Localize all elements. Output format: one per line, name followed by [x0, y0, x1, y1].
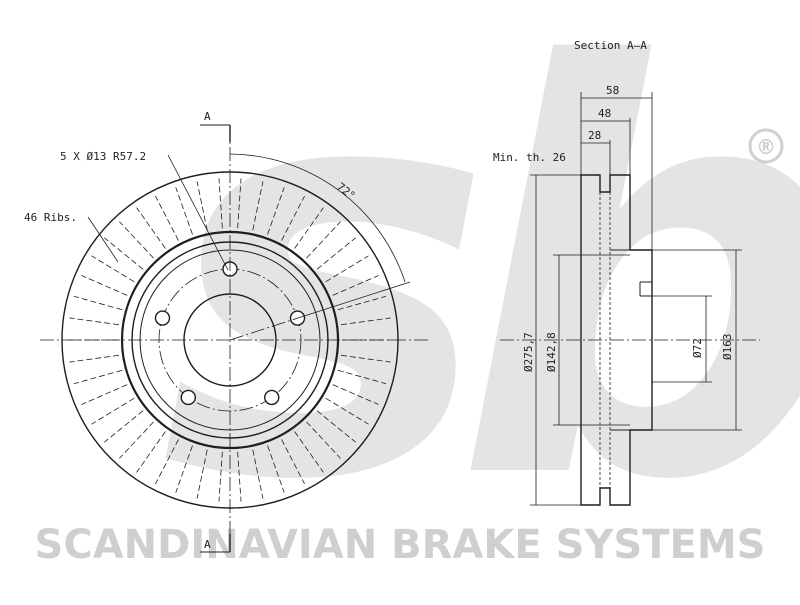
rib — [340, 354, 391, 363]
bolt-hole — [264, 389, 280, 406]
rib — [252, 449, 264, 499]
rib — [104, 410, 144, 443]
section-marker-bottom: A — [200, 534, 231, 553]
rib — [119, 221, 154, 259]
dim-48: 48 — [598, 107, 611, 120]
rib — [267, 187, 285, 235]
sbs-logo-watermark: sbs — [160, 0, 800, 603]
rib — [81, 275, 128, 296]
dia-142: Ø142,8 — [545, 332, 558, 372]
bolt-hole — [180, 389, 196, 406]
rib — [267, 445, 285, 493]
angled-centerline — [229, 317, 299, 341]
rib — [252, 181, 264, 231]
sbs-logo-letters: sbs — [160, 0, 800, 600]
rib — [155, 439, 179, 485]
rib — [306, 421, 341, 459]
ribs-label: 46 Ribs. — [24, 211, 77, 224]
angle-arc — [229, 153, 406, 283]
section-title: Section A–A — [574, 39, 647, 52]
brand-watermark: SCANDINAVIAN BRAKE SYSTEMS — [35, 522, 766, 568]
dim-58: 58 — [606, 84, 619, 97]
registered-mark-text: ® — [756, 135, 776, 159]
front-view: A A 72° 5 X Ø13 R57.2 46 Ribs. — [24, 110, 430, 553]
rib — [136, 431, 166, 473]
section-letter-bottom: A — [204, 538, 211, 551]
dim-28: 28 — [588, 129, 601, 142]
rib — [175, 445, 193, 493]
rib — [325, 255, 369, 283]
rib — [136, 207, 166, 249]
rib — [104, 237, 144, 270]
dia-72: Ø72 — [691, 338, 704, 358]
rib — [316, 410, 356, 443]
rib — [196, 181, 208, 231]
rib — [69, 317, 120, 326]
section-letter-top: A — [204, 110, 211, 123]
rib — [175, 187, 193, 235]
rib — [316, 237, 356, 270]
rib — [306, 221, 341, 259]
rib — [196, 449, 208, 499]
section-view: Section A–A Min. th. 26 58 48 28 Ø275,7 … — [493, 39, 760, 506]
rib — [237, 451, 242, 502]
rib — [119, 421, 154, 459]
rib — [91, 255, 135, 283]
rib — [294, 431, 324, 473]
rib — [332, 384, 379, 405]
rib — [332, 275, 379, 296]
rib — [91, 397, 135, 425]
registered-mark: ® — [748, 128, 784, 164]
dia-163: Ø163 — [721, 334, 734, 361]
rib — [218, 178, 223, 229]
ribs-leader — [87, 216, 119, 263]
rib — [340, 317, 391, 326]
bolt-leader — [167, 154, 229, 271]
rib — [337, 295, 387, 311]
rib — [337, 369, 387, 385]
rib — [281, 195, 305, 241]
rib — [73, 295, 123, 311]
dia-275: Ø275,7 — [522, 332, 535, 372]
section-marker-top: A — [200, 110, 231, 142]
bolt-spec-label: 5 X Ø13 R57.2 — [60, 150, 146, 163]
bolt-hole — [154, 310, 171, 326]
angle-extension — [297, 281, 411, 319]
rib — [218, 451, 223, 502]
rib — [294, 207, 324, 249]
rib — [237, 178, 242, 229]
min-thickness-label: Min. th. 26 — [493, 151, 566, 164]
rib — [81, 384, 128, 405]
rib — [155, 195, 179, 241]
rib — [281, 439, 305, 485]
rib — [73, 369, 123, 385]
rib — [325, 397, 369, 425]
rib — [69, 354, 120, 363]
